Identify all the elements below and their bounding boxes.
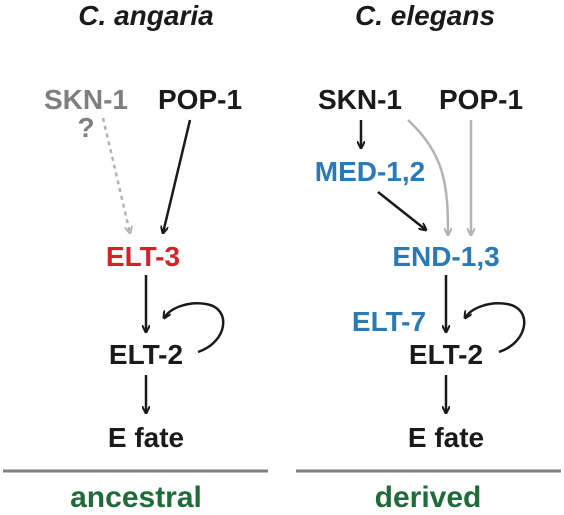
autoregulation-loop-elt2-right: [465, 302, 526, 354]
autoregulation-loop-elt2-left: [164, 302, 225, 354]
skn1-label-left: SKN-1: [43, 84, 129, 115]
elt2-label-right: ELT-2: [408, 339, 484, 370]
efate-label-left: E fate: [107, 422, 185, 453]
skn1-label-right: SKN-1: [317, 84, 403, 115]
elt3-label: ELT-3: [105, 241, 181, 272]
med-1-2-label: MED-1,2: [314, 156, 426, 187]
right-panel-title: C. elegans: [354, 0, 496, 31]
left-panel-title: C. angaria: [78, 0, 214, 31]
arrow-skn1-to-elt3: [101, 117, 130, 233]
elt2-label-left: ELT-2: [108, 339, 184, 370]
ancestral-label: ancestral: [70, 481, 202, 514]
pop1-label-left: POP-1: [157, 84, 243, 115]
pop1-label-right: POP-1: [438, 84, 524, 115]
end-1-3-label: END-1,3: [392, 241, 500, 272]
unknown-link-question-mark: ?: [77, 112, 95, 143]
derived-label: derived: [374, 481, 482, 514]
arrow-pop1-to-elt3: [163, 119, 192, 233]
arrow-skn1-to-end: [407, 119, 448, 235]
elt7-label: ELT-7: [351, 306, 427, 337]
arrow-med-to-end: [377, 191, 426, 230]
efate-label-right: E fate: [407, 422, 485, 453]
